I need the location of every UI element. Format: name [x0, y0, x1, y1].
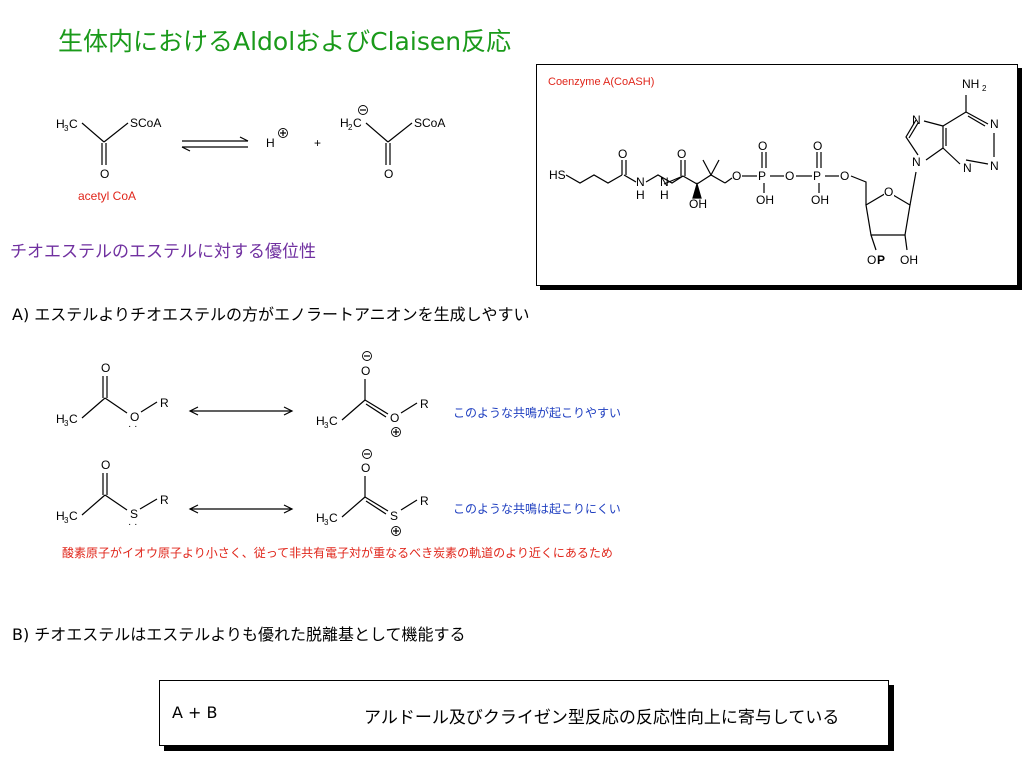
thioester-resonance-right: O H 3 C S R [316, 449, 429, 536]
enolate-carbanion-structure: H 2 C O SCoA [340, 105, 445, 181]
ester-right-c: C [329, 414, 338, 428]
ester-left-h: H [56, 412, 65, 426]
svg-text:· ·: · · [128, 519, 137, 530]
carbanion-h-sub: 2 [348, 123, 353, 132]
coa-amide1-n: N [636, 175, 645, 189]
acetyl-carbonyl-o: O [100, 167, 109, 181]
coa-adenine-n9: N [912, 155, 921, 169]
coa-ribose-o: O [884, 185, 893, 199]
coa-ester-o2: O [840, 169, 849, 183]
thioester-resonance-note: このような共鳴は起こりにくい [453, 502, 621, 516]
thio-right-o-top: O [361, 461, 370, 475]
ester-right-o-top: O [361, 364, 370, 378]
carbanion-c: C [353, 116, 362, 130]
acetyl-coa-label: acetyl CoA [78, 189, 136, 203]
ester-resonance-right: O H 3 C O R [316, 351, 429, 437]
thio-right-h: H [316, 511, 325, 525]
coa-ribose-op-p: P [877, 253, 885, 267]
ester-resonance-note: このような共鳴が起こりやすい [453, 406, 622, 420]
equilibrium-arrows [181, 136, 249, 152]
coa-p2-oh: OH [811, 193, 829, 207]
ester-left-sub: 3 [64, 419, 69, 428]
section-heading: チオエステルのエステルに対する優位性 [10, 242, 316, 262]
acetyl-h3c-sub: 3 [64, 124, 69, 133]
reason-note: 酸素原子がイオウ原子より小さく、従って非共有電子対が重なるべき炭素の軌道のより近… [62, 546, 613, 560]
thio-left-s: S [130, 507, 138, 521]
svg-text:· ·: · · [128, 421, 137, 432]
coa-p2-o: O [813, 139, 822, 153]
slide-title: 生体内におけるAldolおよびClaisen反応 [58, 27, 512, 56]
acetyl-h3c-h: H [56, 117, 65, 131]
thio-right-sub: 3 [324, 518, 329, 527]
coa-adenine-nh2-sub: 2 [982, 84, 987, 93]
coa-adenine-n3: N [990, 159, 999, 173]
thio-left-o-top: O [101, 458, 110, 472]
coa-hs: HS [549, 168, 566, 182]
coa-adenine-nh2: NH [962, 77, 979, 91]
coa-amide2-o: O [677, 147, 686, 161]
coa-amide2-h: H [660, 188, 669, 202]
coa-ribose-op-o: O [867, 253, 876, 267]
thio-left-c: C [69, 509, 78, 523]
acetyl-scoa: SCoA [130, 116, 161, 130]
coa-p1-oh: OH [756, 193, 774, 207]
ester-right-o: O [390, 411, 399, 425]
ester-left-c: C [69, 412, 78, 426]
summary-right: アルドール及びクライゼン型反応の反応性向上に寄与している [364, 708, 840, 728]
coenzyme-a-label: Coenzyme A(CoASH) [548, 76, 655, 88]
thio-right-s: S [390, 509, 398, 523]
ester-left-r: R [160, 396, 169, 410]
coa-adenine-n7: N [912, 113, 921, 127]
coa-amide2-n: N [660, 175, 669, 189]
ester-right-sub: 3 [324, 421, 329, 430]
summary-left: A + B [172, 703, 218, 722]
carbanion-carbonyl-o: O [384, 167, 393, 181]
ester-right-r: R [420, 397, 429, 411]
coenzyme-a-structure: HS O N H O N H OH O P O OH O P O [549, 77, 999, 267]
coa-amide1-o: O [618, 147, 627, 161]
ester-resonance-left: O H 3 C O · · R [56, 361, 169, 432]
ester-left-o-top: O [101, 361, 110, 375]
coa-amide1-h: H [636, 188, 645, 202]
coenzyme-a-panel [536, 64, 1018, 286]
ester-right-h: H [316, 414, 325, 428]
coa-ester-o1: O [732, 169, 741, 183]
proton-structure: H + [266, 128, 321, 150]
thioester-resonance-arrow [188, 504, 294, 514]
acetyl-h3c-c: C [69, 117, 78, 131]
coa-ribose-oh: OH [900, 253, 918, 267]
coa-adenine-n-ring: N [963, 161, 972, 175]
carbanion-scoa: SCoA [414, 116, 445, 130]
thio-left-h: H [56, 509, 65, 523]
coa-adenine-n1: N [990, 117, 999, 131]
ester-resonance-arrow [188, 406, 294, 416]
summary-box [159, 680, 889, 746]
point-b-text: B) チオエステルはエステルよりも優れた脱離基として機能する [12, 625, 466, 644]
carbanion-h: H [340, 116, 349, 130]
coa-pantoate-oh: OH [689, 197, 707, 211]
plus-sign: + [314, 136, 321, 150]
acetyl-coa-structure: H 3 C O SCoA acetyl CoA [56, 116, 161, 203]
coa-p2: P [813, 169, 821, 183]
point-a-text: A) エステルよりチオエステルの方がエノラートアニオンを生成しやすい [12, 305, 530, 324]
coa-p1: P [758, 169, 766, 183]
ester-left-o: O [130, 410, 139, 424]
coa-bridge-o: O [785, 169, 794, 183]
thioester-resonance-left: O H 3 C S · · R [56, 458, 169, 530]
thio-right-c: C [329, 511, 338, 525]
proton-h: H [266, 136, 275, 150]
thio-left-sub: 3 [64, 516, 69, 525]
thio-left-r: R [160, 493, 169, 507]
coa-p1-o: O [758, 139, 767, 153]
thio-right-r: R [420, 494, 429, 508]
